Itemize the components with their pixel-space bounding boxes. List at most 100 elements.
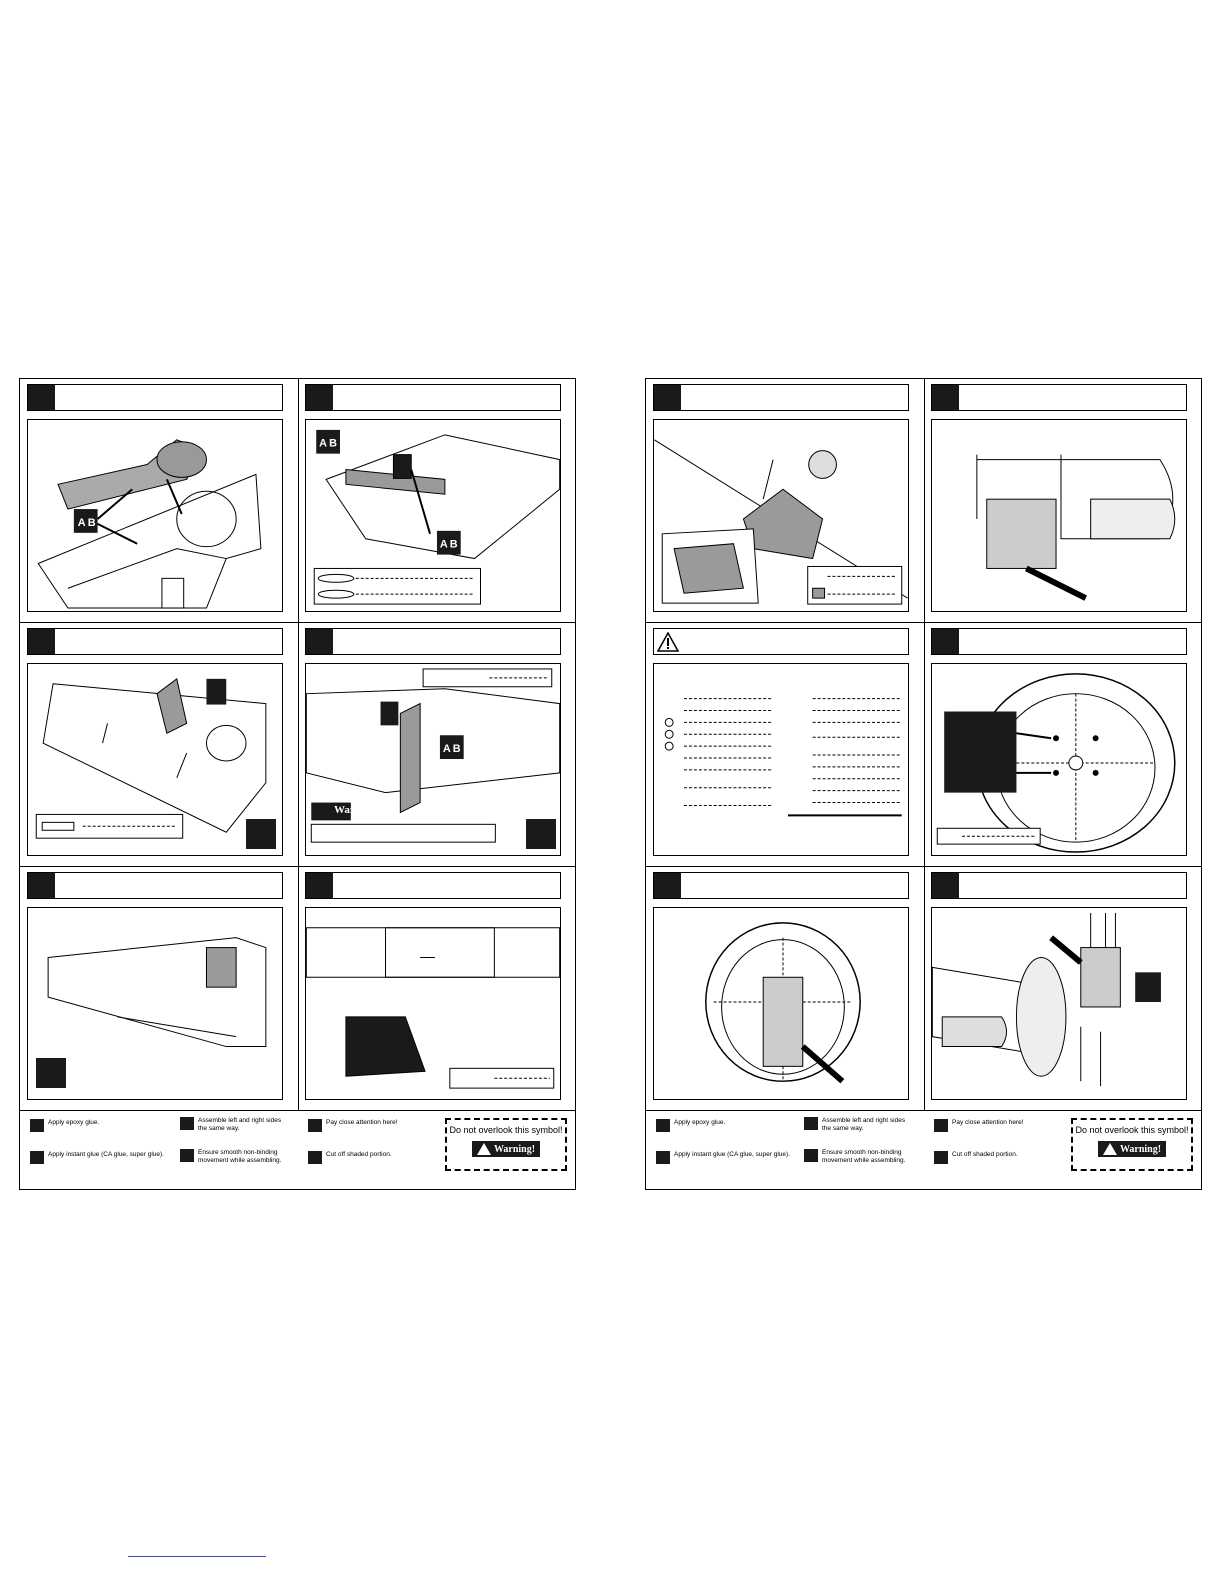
step-illustration: A B [27, 419, 283, 612]
step-header [27, 628, 283, 655]
wing-join-drawing: A B [306, 668, 560, 843]
aileron-drawing [47, 937, 267, 1048]
legend-cut-text: Cut off shaded portion. [326, 1151, 392, 1158]
step-number-block [306, 873, 333, 898]
legend-attention: Pay close attention here! [934, 1119, 1044, 1132]
step-parts-list [646, 623, 909, 856]
ca-glue-icon [656, 1151, 670, 1164]
step-number-block [932, 385, 959, 410]
warning-triangle-icon [1102, 1143, 1117, 1155]
step-number-block [654, 873, 681, 898]
legend-same-way: Assemble left and right sides the same w… [804, 1117, 914, 1132]
legend-smooth-text: Ensure smooth non-binding movement while… [198, 1149, 282, 1164]
left-page: A B A B A B [19, 378, 576, 1190]
warning-badge: Warning! [1097, 1141, 1167, 1157]
step-illustration [305, 907, 561, 1100]
legend-attention-text: Pay close attention here! [326, 1119, 398, 1126]
step-header [653, 628, 909, 655]
dont-overlook-box: Do not overlook this symbol! Warning! [1071, 1118, 1193, 1171]
step-header [27, 384, 283, 411]
row-divider [646, 622, 1201, 623]
step-wing-join: A B Warnin [298, 623, 561, 856]
step-illustration [931, 419, 1187, 612]
step-illustration [931, 663, 1187, 856]
step-number-block [932, 873, 959, 898]
step-engine-mount [646, 867, 909, 1100]
step-wing-joiner: A B [20, 379, 283, 612]
legend-instant-glue-text: Apply instant glue (CA glue, super glue)… [674, 1151, 790, 1158]
cut-icon [308, 1151, 322, 1164]
step-number-block [28, 873, 55, 898]
attention-hand-icon [934, 1119, 948, 1132]
left-right-icon [526, 819, 556, 849]
row-divider [20, 866, 575, 867]
step-illustration [27, 663, 283, 856]
step-header [653, 872, 909, 899]
step-header [305, 384, 561, 411]
step-wing-rib: A B A B [298, 379, 561, 612]
step-header [27, 872, 283, 899]
engine-mount-drawing [705, 922, 861, 1084]
symbol-legend: Apply epoxy glue. Apply instant glue (CA… [646, 1110, 1201, 1191]
legend-epoxy-text: Apply epoxy glue. [48, 1119, 100, 1126]
step-header [931, 872, 1187, 899]
step-header [931, 628, 1187, 655]
legend-attention-text: Pay close attention here! [952, 1119, 1024, 1126]
warning-label: Warnin [334, 804, 371, 816]
engine-install-drawing [932, 912, 1161, 1087]
cut-icon [934, 1151, 948, 1164]
attention-hand-icon [308, 1119, 322, 1132]
step-fuselage [298, 867, 561, 1100]
wing-servo-drawing [35, 677, 267, 839]
legend-instant-glue-text: Apply instant glue (CA glue, super glue)… [48, 1151, 164, 1158]
glue-a-label: A [78, 517, 86, 529]
legend-cut: Cut off shaded portion. [934, 1151, 1034, 1164]
epoxy-icon [30, 1119, 44, 1132]
step-aileron [20, 867, 283, 1100]
step-header [305, 872, 561, 899]
glue-b-label: B [88, 517, 96, 529]
left-right-icon [246, 819, 276, 849]
legend-same-way-text: Assemble left and right sides the same w… [822, 1117, 906, 1132]
wing-rib-drawing: A B A B [313, 429, 560, 605]
row-divider [646, 866, 1201, 867]
warning-badge: Warning! [471, 1141, 541, 1157]
glue-a-label: A [319, 438, 327, 450]
smooth-movement-icon [180, 1149, 194, 1162]
glue-b-label: B [450, 539, 458, 551]
step-illustration [931, 907, 1187, 1100]
symbol-legend: Apply epoxy glue. Apply instant glue (CA… [20, 1110, 575, 1191]
ca-glue-icon [30, 1151, 44, 1164]
step-illustration [27, 907, 283, 1100]
legend-same-way-text: Assemble left and right sides the same w… [198, 1117, 282, 1132]
fuselage-drawing [306, 927, 560, 1089]
row-divider [20, 622, 575, 623]
firewall-drawing [936, 673, 1176, 853]
legend-epoxy: Apply epoxy glue. [656, 1119, 725, 1132]
step-number-block [932, 629, 959, 654]
legend-cut: Cut off shaded portion. [308, 1151, 408, 1164]
step-number-block [28, 629, 55, 654]
dont-overlook-text: Do not overlook this symbol! [1075, 1125, 1189, 1135]
legend-epoxy-text: Apply epoxy glue. [674, 1119, 726, 1126]
legend-attention: Pay close attention here! [308, 1119, 408, 1132]
legend-smooth: Ensure smooth non-binding movement while… [804, 1149, 924, 1164]
left-right-icon [804, 1117, 818, 1130]
legend-instant-glue: Apply instant glue (CA glue, super glue)… [30, 1151, 190, 1164]
step-illustration [653, 907, 909, 1100]
step-number-block [654, 385, 681, 410]
dont-overlook-text: Do not overlook this symbol! [449, 1125, 563, 1135]
epoxy-icon [656, 1119, 670, 1132]
link-underline[interactable] [128, 1556, 266, 1557]
warning-triangle-icon [476, 1143, 491, 1155]
column-divider [297, 379, 299, 1110]
glue-a-label: A [443, 743, 451, 755]
glue-b-label: B [329, 438, 337, 450]
step-header [305, 628, 561, 655]
parts-list-drawing [664, 698, 902, 817]
glue-b-label: B [453, 743, 461, 755]
step-illustration [653, 419, 909, 612]
step-landing-gear [646, 379, 909, 612]
step-number-block [28, 385, 55, 410]
legend-epoxy: Apply epoxy glue. [30, 1119, 99, 1132]
